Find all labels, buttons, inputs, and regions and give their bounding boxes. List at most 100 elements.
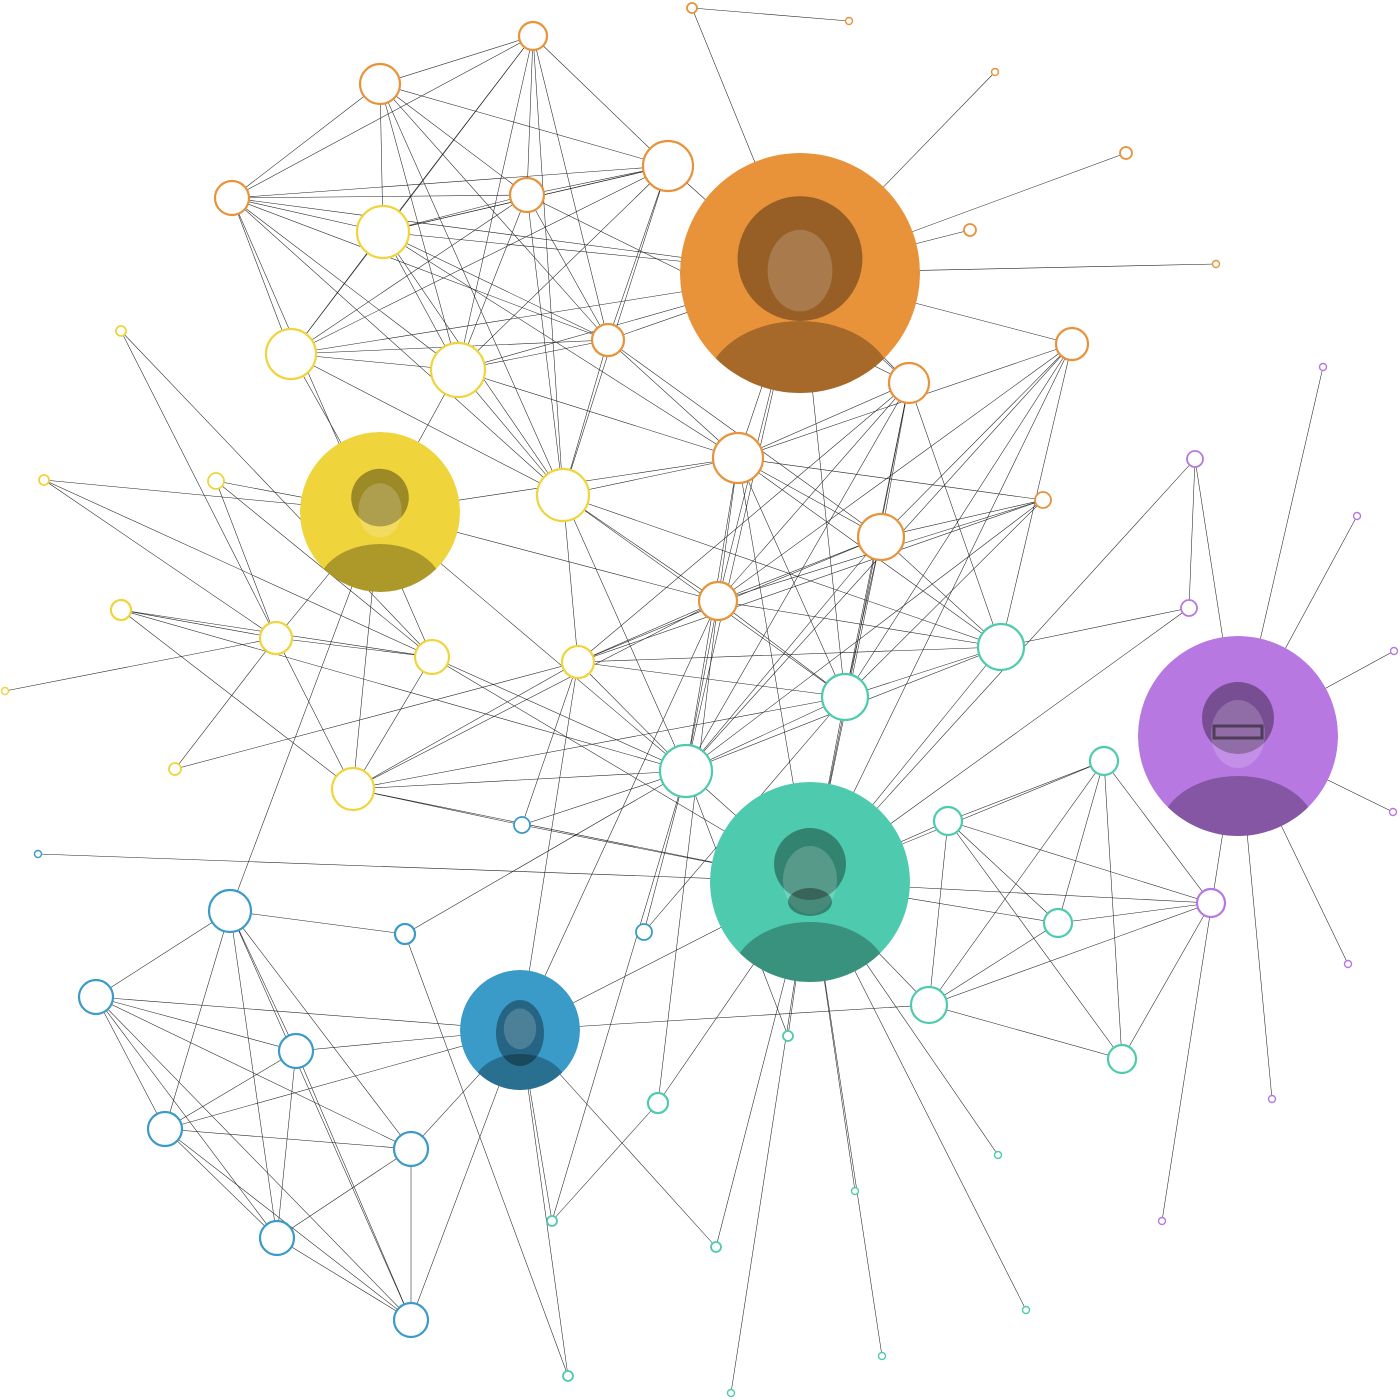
network-node-orange (1034, 491, 1052, 509)
connection-edge (844, 536, 882, 698)
connection-edge (685, 696, 846, 772)
network-node-orange (887, 361, 931, 405)
connection-edge (685, 382, 910, 772)
connection-edge (880, 536, 1002, 648)
connection-edge (352, 661, 579, 790)
network-node-orange (213, 179, 251, 217)
connection-edge (519, 1004, 930, 1031)
connection-edge (880, 343, 1073, 538)
connection-edge (844, 343, 1073, 698)
connection-edge (95, 996, 166, 1130)
avatar-background (460, 970, 580, 1090)
avatar-hair (737, 196, 863, 321)
connection-edge (685, 536, 882, 772)
network-node-orange (856, 512, 906, 562)
network-node-orange (697, 580, 739, 622)
connection-edge (431, 656, 687, 772)
network-node-orange (1054, 326, 1090, 362)
connection-edge (215, 480, 277, 639)
connection-edge (577, 600, 719, 663)
connection-edge (164, 1029, 521, 1130)
avatar-hair (496, 1000, 544, 1066)
network-node-teal (1021, 1305, 1031, 1315)
connection-edge (174, 637, 277, 770)
network-node-orange (508, 176, 546, 214)
avatar-background (1138, 636, 1338, 836)
avatar-background (680, 153, 920, 393)
connection-edge (526, 35, 534, 196)
connection-edge (717, 536, 882, 602)
network-node-yellow (355, 204, 411, 260)
connection-edge (737, 382, 910, 459)
connection-edge (685, 499, 1044, 772)
avatar-shoulders (732, 922, 888, 982)
connection-edge (880, 499, 1044, 538)
network-node-purple (1343, 959, 1353, 969)
connection-edge (551, 770, 687, 1222)
connection-edge (562, 457, 739, 496)
connection-edge (519, 600, 719, 1031)
network-node-blue (277, 1032, 315, 1070)
connection-edge (1103, 760, 1212, 904)
network-node-teal (782, 1030, 794, 1042)
network-node-blue (77, 978, 115, 1016)
connection-edge (532, 35, 669, 167)
network-node-yellow (413, 638, 451, 676)
connection-edge (231, 165, 669, 199)
network-node-purple (1157, 1216, 1167, 1226)
connection-edge (379, 83, 669, 167)
connection-edge (607, 339, 739, 459)
connection-edge (526, 194, 609, 341)
network-node-teal (1106, 1043, 1138, 1075)
avatar-face (503, 1008, 537, 1050)
connection-edge (457, 165, 669, 371)
person-teal-avatar (710, 782, 910, 982)
person-blue-avatar (460, 970, 580, 1090)
network-node-orange (1119, 146, 1133, 160)
connection-edge (95, 996, 412, 1321)
connection-edge (691, 7, 850, 22)
network-node-teal (820, 672, 870, 722)
network-node-blue (207, 888, 253, 934)
connection-edge (275, 637, 433, 658)
connection-edge (737, 457, 1044, 501)
avatar-face (1211, 700, 1265, 768)
connection-edge (352, 696, 846, 790)
network-node-blue (393, 922, 417, 946)
network-node-purple (1389, 646, 1399, 656)
connection-edge (737, 457, 882, 538)
connection-edge (1057, 902, 1212, 924)
connection-edge (717, 382, 910, 602)
network-node-teal (932, 805, 964, 837)
network-node-yellow (115, 325, 127, 337)
network-node-purple (1388, 807, 1398, 817)
network-node-blue (33, 849, 43, 859)
connection-edge (928, 922, 1059, 1006)
connection-edge (1121, 902, 1212, 1060)
network-node-yellow (258, 620, 294, 656)
avatar-beard (788, 888, 832, 916)
network-node-purple (1195, 887, 1227, 919)
connection-edge (290, 353, 564, 496)
connection-edge (532, 35, 609, 341)
avatar-shoulders (1160, 776, 1316, 836)
connection-edge (231, 83, 381, 199)
connection-edge (229, 910, 278, 1239)
connection-edge (947, 820, 1059, 924)
connection-edge (120, 609, 277, 639)
network-node-teal (726, 1388, 736, 1398)
connection-edge (229, 910, 412, 1321)
connection-edge (164, 1128, 278, 1239)
connection-edge (685, 600, 719, 772)
connection-edge (95, 910, 231, 998)
connection-edge (95, 996, 412, 1150)
connection-edge (379, 35, 534, 85)
connection-edge (352, 788, 523, 826)
network-node-yellow (264, 327, 318, 381)
network-node-orange (844, 16, 854, 26)
connection-edge (404, 933, 569, 1377)
connection-edge (290, 165, 669, 355)
connection-edge (352, 656, 433, 790)
connection-edge (551, 1102, 659, 1222)
